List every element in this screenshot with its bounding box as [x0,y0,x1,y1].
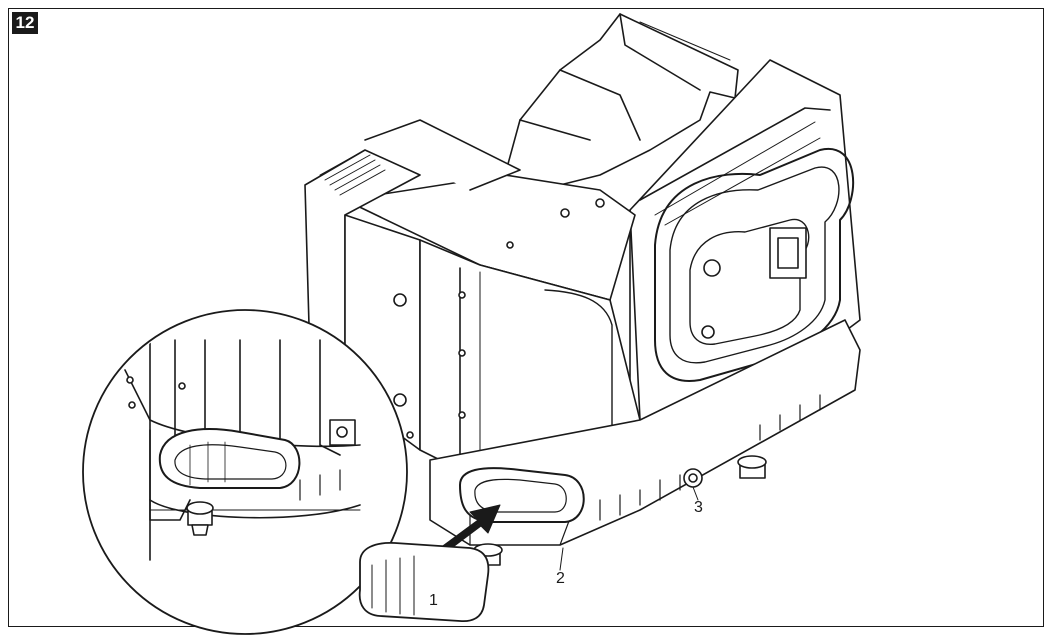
step-number-badge: 12 [12,12,38,34]
leader-line-2 [559,547,564,571]
coil-module [629,59,861,421]
cover-plate-part [358,542,490,623]
detail-magnifier-circle [82,309,408,635]
callout-2: 2 [556,570,565,587]
callout-3: 3 [694,499,703,516]
leader-line-3 [692,486,699,501]
main-housing [304,119,641,471]
callout-1: 1 [429,592,438,609]
